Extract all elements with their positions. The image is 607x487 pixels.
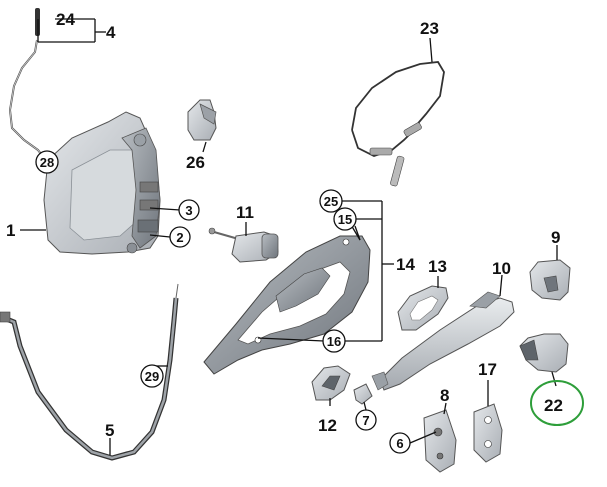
callout-14-label: 14 (396, 255, 415, 274)
callout-25: 25 (319, 189, 343, 213)
callout-26: 26 (186, 153, 205, 172)
callout-13-label: 13 (428, 257, 447, 276)
callout-15-label: 15 (338, 212, 352, 227)
callout-4-label: 4 (106, 23, 116, 42)
callout-3: 3 (178, 199, 200, 221)
part-5-bowden-cable (0, 283, 179, 461)
callout-9-label: 9 (551, 228, 560, 247)
callout-29-circle (140, 364, 164, 388)
part-9-end-cap (529, 259, 571, 301)
callout-23: 23 (420, 19, 439, 38)
callout-3-circle (178, 199, 200, 221)
callout-16-circle (322, 329, 346, 353)
part-22-end-cap (519, 333, 569, 373)
callout-6-circle (389, 432, 411, 454)
part-14-handle-carrier (203, 235, 371, 375)
part-4-rod (8, 39, 45, 159)
callout-22-highlight-circle (530, 380, 584, 426)
callout-10-label: 10 (492, 259, 511, 278)
callout-10: 10 (492, 259, 511, 278)
callout-28-circle (35, 150, 59, 174)
callout-2: 2 (169, 226, 191, 248)
part-1-lock-housing (43, 111, 161, 255)
callout-12: 12 (318, 416, 337, 435)
callout-11-label: 11 (236, 203, 254, 222)
callout-13: 13 (428, 257, 447, 276)
callout-8: 8 (440, 386, 449, 405)
callout-4: 4 (106, 23, 116, 42)
callout-2-label: 2 (176, 230, 183, 245)
callout-22: 22 (530, 380, 584, 426)
callout-2-circle (169, 226, 191, 248)
callout-8-label: 8 (440, 386, 449, 405)
callout-29-label: 29 (145, 369, 159, 384)
callout-1: 1 (6, 221, 15, 240)
callout-6: 6 (389, 432, 411, 454)
callout-23-label: 23 (420, 19, 439, 38)
callout-25-label: 25 (324, 194, 338, 209)
callout-7: 7 (355, 409, 377, 431)
leader-lines (20, 18, 558, 455)
part-7-clip (353, 383, 373, 405)
callout-17: 17 (478, 360, 497, 379)
part-12-trim (311, 365, 351, 401)
callout-28: 28 (35, 150, 59, 174)
callout-25-circle (319, 189, 343, 213)
callout-15: 15 (333, 207, 357, 231)
callout-24-label: 24 (56, 10, 75, 29)
callout-11: 11 (236, 203, 254, 222)
callout-17-label: 17 (478, 360, 497, 379)
callout-7-label: 7 (362, 413, 369, 428)
callout-24: 24 (56, 10, 75, 29)
callout-28-label: 28 (40, 155, 54, 170)
callout-6-label: 6 (396, 436, 403, 451)
callout-16: 16 (322, 329, 346, 353)
callout-5: 5 (105, 421, 114, 440)
callout-16-label: 16 (327, 334, 341, 349)
part-17-plate (473, 403, 503, 463)
callout-15-circle (333, 207, 357, 231)
callout-7-circle (355, 409, 377, 431)
callout-14: 14 (396, 255, 415, 274)
part-13-gasket (397, 285, 449, 331)
part-11-lock-cylinder (208, 227, 279, 263)
callout-29: 29 (140, 364, 164, 388)
callout-5-label: 5 (105, 421, 114, 440)
callout-9: 9 (551, 228, 560, 247)
part-10-door-handle (371, 291, 515, 391)
callout-12-label: 12 (318, 416, 337, 435)
part-23-cable (351, 61, 445, 187)
callout-26-label: 26 (186, 153, 205, 172)
part-8-plate (423, 409, 457, 473)
part-26-bracket (187, 99, 217, 141)
callout-22-label: 22 (544, 396, 563, 415)
callout-3-label: 3 (185, 203, 192, 218)
callout-1-label: 1 (6, 221, 15, 240)
